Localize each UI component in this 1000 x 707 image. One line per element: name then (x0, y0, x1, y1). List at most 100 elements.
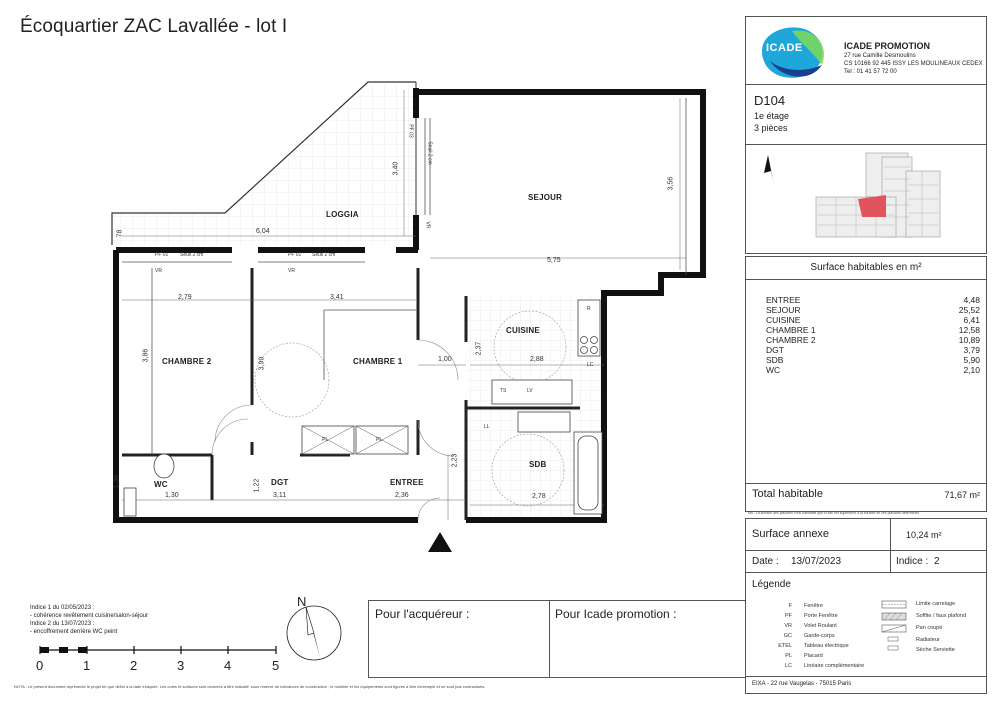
legend-text: Tableau électrique (804, 643, 849, 649)
dim: 1,22 (253, 478, 261, 493)
mark: VR (424, 221, 431, 229)
room-loggia: LOGGIA (326, 210, 359, 219)
surface-value: 2,10 (963, 365, 980, 375)
legend-code: F (788, 603, 792, 609)
legend-text: Garde-corps (804, 633, 835, 639)
legend-text: Radiateur (916, 637, 940, 643)
lot-floor: 1e étage (754, 111, 790, 121)
room-cuisine: CUISINE (506, 326, 540, 335)
dim: 2,37 (475, 341, 483, 356)
surface-value: 12,58 (958, 325, 980, 335)
dim: 6,04 (256, 228, 270, 235)
lot-rooms: 3 pièces (754, 123, 788, 133)
dim: 2,79 (178, 294, 192, 301)
entrance-arrow (428, 532, 452, 552)
surface-name: DGT (766, 345, 784, 355)
logo-text: ICADE (766, 42, 803, 54)
dim: 78 (116, 229, 124, 238)
mark: VR (288, 268, 295, 274)
legend-title: Légende (752, 579, 791, 590)
promoter-phone: Tel : 01 41 57 72 00 (844, 69, 897, 75)
legend-box: Légende F Fenêtre PF Porte Fenêtre VR Vo… (745, 572, 987, 678)
dim: 1,00 (438, 356, 452, 363)
buyer-signature-label: Pour l'acquéreur : (375, 607, 470, 621)
mark: LV (527, 388, 533, 394)
project-title: Écoquartier ZAC Lavallée - lot I (20, 16, 288, 37)
mark: LL (484, 424, 490, 430)
scale-tick: 5 (272, 658, 280, 673)
promoter-box: ICADE ICADE PROMOTION 27 rue Camille Des… (745, 16, 987, 86)
dim: 3,11 (273, 492, 287, 499)
legend-code: GC (783, 633, 792, 639)
legend-text: Fenêtre (804, 603, 823, 609)
room-dgt: DGT (271, 478, 289, 487)
legend-swatches (881, 600, 907, 651)
legend-text: Soffite / faux plafond (916, 613, 967, 619)
surface-name: WC (766, 365, 781, 375)
legend-text: Sèche Serviette (916, 647, 955, 653)
mark: R (587, 306, 591, 312)
legend-code: ETEL (778, 643, 792, 649)
lot-info-box: D104 1e étage 3 pièces (745, 84, 987, 146)
mark: Seuil 2 cm (426, 141, 433, 165)
dim: 2,23 (451, 453, 459, 468)
icade-logo-icon (762, 27, 825, 78)
footer-note: NOTA : Le présent document représente le… (14, 684, 486, 689)
north-arrow-icon (286, 605, 342, 661)
annex-value: 10,24 m² (906, 530, 942, 540)
dim: 3,41 (330, 294, 344, 301)
date-value: 13/07/2023 (791, 556, 842, 567)
surface-name: SDB (766, 355, 784, 365)
scale-bar (39, 646, 277, 654)
dim: 3,99 (258, 356, 266, 371)
surface-value: 3,79 (963, 345, 980, 355)
floor-plan (111, 81, 706, 552)
legend-code: LC (784, 663, 792, 669)
legend-text: Volet Roulant (804, 623, 837, 629)
legend-text: Porte Fenêtre (804, 613, 838, 619)
room-wc: WC (154, 480, 168, 489)
legend-code: PF (784, 613, 792, 619)
dim: 1,30 (165, 492, 179, 499)
legend-code: VR (784, 623, 792, 629)
architect-box: EIXA - 22 rue Vaugelas - 75015 Paris (745, 676, 987, 694)
mark: PL (376, 437, 383, 443)
surfaces-note: NB : La surface des placards n'est habit… (748, 511, 920, 515)
annex-label: Surface annexe (752, 528, 830, 540)
surface-name: CUISINE (766, 315, 801, 325)
date-box: Date : 13/07/2023 Indice : 2 (745, 550, 987, 574)
total-value: 71,67 m² (944, 490, 980, 500)
dim: 5,75 (547, 257, 561, 264)
mark: Seuil 2 cm (312, 252, 336, 258)
annex-box: Surface annexe 10,24 m² (745, 518, 987, 552)
legend-text: Limite carrelage (916, 601, 956, 607)
scale-tick: 1 (83, 658, 91, 673)
key-plan (764, 152, 941, 238)
north-label: N (297, 594, 307, 609)
promoter-name: ICADE PROMOTION (844, 41, 931, 51)
surface-value: 10,89 (958, 335, 980, 345)
date-label: Date : (752, 556, 779, 567)
room-sdb: SDB (529, 460, 547, 469)
surface-name: SEJOUR (766, 305, 801, 315)
promoter-signature-label: Pour Icade promotion : (555, 607, 677, 621)
dim: 2,88 (530, 356, 544, 363)
scale-tick: 3 (177, 658, 185, 673)
mark: Seuil 2 cm (180, 252, 204, 258)
surface-name: CHAMBRE 2 (766, 335, 816, 345)
loggia-floor (112, 85, 416, 245)
key-plan-box (745, 144, 987, 254)
mark: TS (500, 388, 507, 394)
mark: PL (322, 437, 329, 443)
room-sejour: SEJOUR (528, 193, 563, 202)
scale-tick: 2 (130, 658, 138, 673)
scale-tick: 4 (224, 658, 232, 673)
dim: 3,40 (392, 161, 400, 176)
promoter-address-1: 27 rue Camille Desmoulins (844, 53, 916, 59)
index-label: Indice : (896, 556, 929, 567)
room-entree: ENTREE (390, 478, 424, 487)
lot-code: D104 (754, 93, 786, 108)
dim: 3,86 (142, 348, 150, 363)
mark: PF 01 (288, 252, 302, 258)
dim: 3,56 (667, 176, 675, 191)
